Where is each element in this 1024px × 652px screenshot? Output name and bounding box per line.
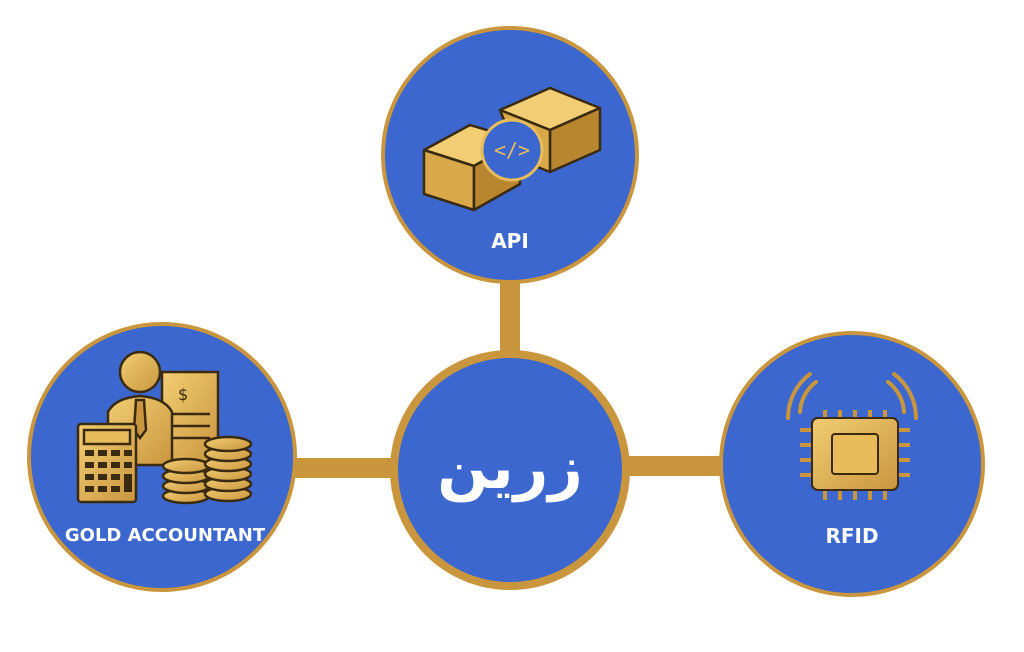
svg-text:</>: </>	[494, 138, 530, 162]
gold-bars-code-icon: </>	[422, 86, 602, 212]
api-label: API	[491, 229, 529, 253]
svg-text:$: $	[178, 385, 188, 404]
connector-api	[500, 278, 520, 358]
brand-logo: زرین	[437, 433, 583, 503]
gold-accountant-label: GOLD ACCOUNTANT	[65, 525, 266, 546]
connector-accountant	[290, 458, 400, 478]
connector-rfid	[620, 456, 724, 476]
node-gold-accountant[interactable]: $ GOLD ACCOUNTANT	[27, 322, 297, 592]
rfid-label: RFID	[825, 524, 878, 548]
rfid-chip-icon	[786, 372, 918, 500]
brand-logo-text: زرین	[437, 433, 583, 503]
node-center-brand[interactable]: زرین	[390, 350, 630, 590]
node-api[interactable]: </> API	[381, 26, 639, 284]
node-rfid[interactable]: RFID	[719, 331, 985, 597]
accountant-icon: $	[76, 350, 253, 505]
